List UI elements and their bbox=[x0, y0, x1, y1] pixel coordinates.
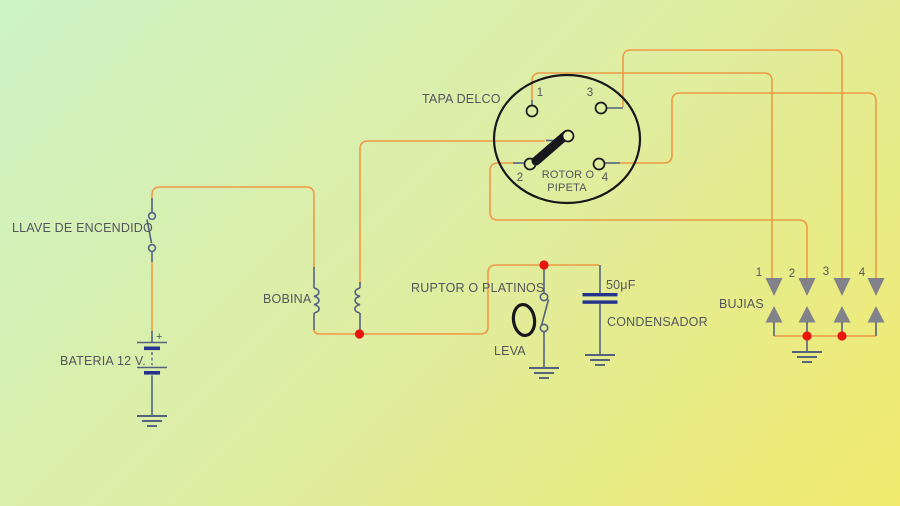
battery-symbol: + bbox=[136, 331, 168, 427]
cap-terminal-3 bbox=[594, 101, 608, 115]
junction-dot bbox=[837, 331, 847, 341]
switch-blade bbox=[146, 219, 153, 244]
wire-switch-to-coil bbox=[151, 186, 315, 268]
distributor-cap-outline bbox=[492, 73, 642, 205]
wires bbox=[151, 49, 877, 337]
battery-plus-sign: + bbox=[156, 331, 163, 343]
wire-terminal1-to-plug1 bbox=[531, 72, 773, 279]
spark-plug-2 bbox=[798, 278, 816, 336]
rotor-center-terminal bbox=[561, 129, 575, 143]
label-llave: LLAVE DE ENCENDIDO bbox=[12, 221, 153, 235]
spark-plug-number-3: 3 bbox=[823, 266, 830, 278]
rotor-label-line1: ROTOR O bbox=[542, 169, 595, 181]
capacitor-symbol bbox=[582, 265, 618, 366]
spark-plugs: 1 2 3 4 bbox=[756, 266, 885, 363]
coil-secondary-winding bbox=[354, 287, 361, 314]
breaker-points-switch bbox=[528, 265, 560, 379]
label-bobina: BOBINA bbox=[263, 292, 312, 306]
spark-plug-3 bbox=[833, 278, 851, 336]
spark-plug-number-4: 4 bbox=[859, 267, 866, 279]
label-bateria: BATERIA 12 V. bbox=[60, 354, 146, 368]
junction-dot bbox=[354, 329, 365, 339]
ignition-switch bbox=[146, 198, 157, 262]
ground-icon bbox=[528, 367, 560, 379]
ground-icon bbox=[584, 354, 616, 366]
cap-terminal-number-4: 4 bbox=[602, 172, 609, 184]
ground-icon bbox=[136, 415, 168, 427]
wire-terminal2-to-plug2 bbox=[489, 162, 808, 279]
junction-dot bbox=[539, 260, 549, 270]
ground-icon bbox=[791, 351, 823, 363]
coil-symbol bbox=[313, 267, 361, 334]
rotor-arm bbox=[531, 130, 571, 166]
spark-plug-1 bbox=[765, 278, 783, 336]
distributor-cap: 1 3 2 4 ROTOR O PIPETA bbox=[492, 73, 642, 205]
wire-coil-to-rotor bbox=[359, 140, 545, 283]
spark-plug-number-1: 1 bbox=[756, 267, 763, 279]
junction-dot bbox=[802, 331, 812, 341]
coil-primary-winding bbox=[313, 287, 320, 314]
cap-terminal-1 bbox=[525, 104, 539, 118]
wire-terminal3-to-plug3 bbox=[622, 49, 843, 279]
breaker-blade bbox=[540, 299, 550, 326]
junction-dots bbox=[354, 260, 847, 341]
cam-ellipse bbox=[511, 302, 537, 338]
cap-terminal-4 bbox=[592, 157, 606, 171]
cap-terminal-number-1: 1 bbox=[537, 87, 544, 99]
label-tapa-delco: TAPA DELCO bbox=[422, 92, 501, 106]
cap-terminal-number-2: 2 bbox=[517, 172, 524, 184]
label-ruptor: RUPTOR O PLATINOS bbox=[411, 281, 545, 295]
cap-terminal-2 bbox=[523, 157, 537, 171]
spark-plug-4 bbox=[867, 278, 885, 336]
cap-terminal-number-3: 3 bbox=[587, 87, 594, 99]
label-capacitor-value: 50μF bbox=[606, 278, 636, 292]
label-leva: LEVA bbox=[494, 344, 526, 358]
spark-plug-number-2: 2 bbox=[789, 268, 796, 280]
label-condensador: CONDENSADOR bbox=[607, 315, 708, 329]
labels: TAPA DELCO LLAVE DE ENCENDIDO BATERIA 12… bbox=[12, 92, 764, 368]
wire-terminal4-to-plug4 bbox=[620, 92, 877, 279]
label-bujias: BUJIAS bbox=[719, 297, 764, 311]
rotor-label-line2: PIPETA bbox=[547, 182, 587, 194]
wire-coil-to-breaker-and-capacitor bbox=[313, 264, 599, 335]
